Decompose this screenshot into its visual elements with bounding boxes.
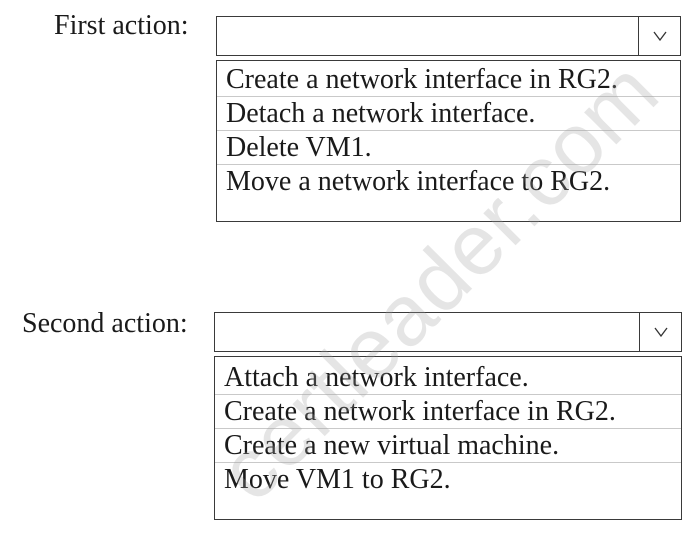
second-action-dropdown[interactable] bbox=[214, 312, 682, 352]
second-action-option[interactable]: Create a network interface in RG2. bbox=[215, 395, 681, 429]
second-action-option[interactable]: Create a new virtual machine. bbox=[215, 429, 681, 463]
second-action-dropdown-arrow[interactable] bbox=[639, 313, 681, 351]
second-action-option[interactable]: Attach a network interface. bbox=[215, 361, 681, 395]
chevron-down-icon bbox=[653, 327, 668, 337]
first-action-option[interactable]: Create a network interface in RG2. bbox=[217, 63, 680, 97]
first-action-dropdown-arrow[interactable] bbox=[638, 17, 680, 55]
first-action-option[interactable]: Delete VM1. bbox=[217, 131, 680, 165]
first-action-label: First action: bbox=[54, 10, 189, 41]
chevron-down-icon bbox=[652, 31, 667, 41]
second-action-options-list: Attach a network interface. Create a net… bbox=[214, 356, 682, 520]
first-action-option[interactable]: Move a network interface to RG2. bbox=[226, 166, 611, 197]
first-action-options-list: Create a network interface in RG2. Detac… bbox=[216, 60, 681, 222]
second-action-label: Second action: bbox=[22, 308, 188, 339]
first-action-dropdown[interactable] bbox=[216, 16, 681, 56]
first-action-option[interactable]: Detach a network interface. bbox=[217, 97, 680, 131]
second-action-option[interactable]: Move VM1 to RG2. bbox=[224, 464, 451, 495]
